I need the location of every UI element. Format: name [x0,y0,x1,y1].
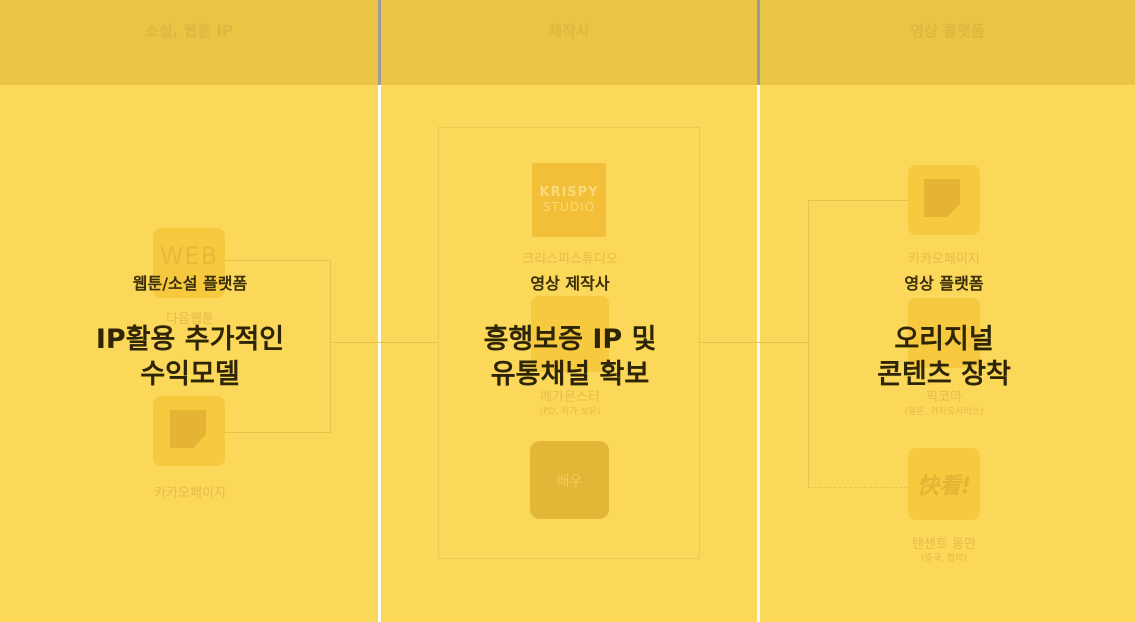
kakaopage-label: 카카오페이지 [908,252,980,267]
platform-label: 영상 제작사 [530,274,610,293]
connector-line [225,432,331,433]
headline-line: 콘텐츠 장착 [877,359,1011,390]
kuaikan-logo-tile: 快看! [908,448,980,520]
connector-line [808,487,908,489]
kakaopage-label: 카카오페이지 [154,486,226,501]
megamonster-label: 메가몬스터 [540,390,600,405]
column-header: 제작사 [381,0,757,85]
tencent-dongman-sub: (중국, 협력) [921,554,967,564]
piccoma-label: 픽코마 [926,390,962,405]
krispy-studio-label: 크리스피스튜디오 [522,252,618,267]
connector-line [808,200,908,201]
headline-line: 수익모델 [140,359,240,390]
piccoma-logo-tile [908,298,980,368]
kakaopage-icon [924,179,960,217]
krispy-logo-line1: KRISPY [539,185,599,200]
column-divider [378,0,381,622]
actor-tile: 배우 [530,441,609,519]
connector-line [225,260,331,261]
column-divider-top [757,0,760,85]
column-header-title: 영상 플랫폼 [910,22,985,40]
column-headline: IP활용 추가적인 수익모델 [20,322,360,392]
megamonster-logo-tile [531,296,609,372]
headline-line: 유통채널 확보 [490,359,650,390]
column-header: 소설, 웹툰 IP [0,0,378,85]
krispy-logo-line2: STUDIO [543,200,595,214]
kakaopage-icon [170,410,206,448]
column-divider-top [378,0,381,85]
connector-line [808,200,809,488]
column-headline: 오리지널 콘텐츠 장착 [774,322,1114,392]
column-header-title: 제작사 [548,22,590,40]
connector-line [330,260,331,433]
column-header-title: 소설, 웹툰 IP [145,22,233,40]
web-logo-tile: WEB [153,228,225,298]
krispy-studio-logo-tile: KRISPY STUDIO [532,163,606,237]
column-header: 영상 플랫폼 [760,0,1135,85]
daum-webtoon-label: 다음웹툰 [166,312,214,327]
megamonster-sub: (PD, 작가 보유) [539,407,601,417]
platform-label: 영상 플랫폼 [904,274,984,293]
column-webtoon-novel: 소설, 웹툰 IP [0,0,378,622]
producer-group-box [438,127,700,559]
kakaopage-logo-tile [153,396,225,466]
piccoma-sub: (일본, 카카오서비스) [904,407,984,417]
column-headline: 흥행보증 IP 및 유통채널 확보 [400,322,740,392]
connector-line [698,342,808,343]
connector-line [331,342,439,343]
headline-line: 흥행보증 IP 및 [483,324,657,355]
platform-label: 웹툰/소설 플랫폼 [132,274,248,293]
column-divider [757,0,760,622]
web-logo-text: WEB [159,242,219,270]
kakaopage-logo-tile [908,165,980,235]
headline-line: 오리지널 [894,324,994,355]
kuaikan-logo-text: 快看! [916,474,972,499]
headline-line: IP활용 추가적인 [95,324,285,355]
tencent-dongman-label: 텐센트 동만 [912,537,976,552]
actor-tile-text: 배우 [556,474,583,490]
